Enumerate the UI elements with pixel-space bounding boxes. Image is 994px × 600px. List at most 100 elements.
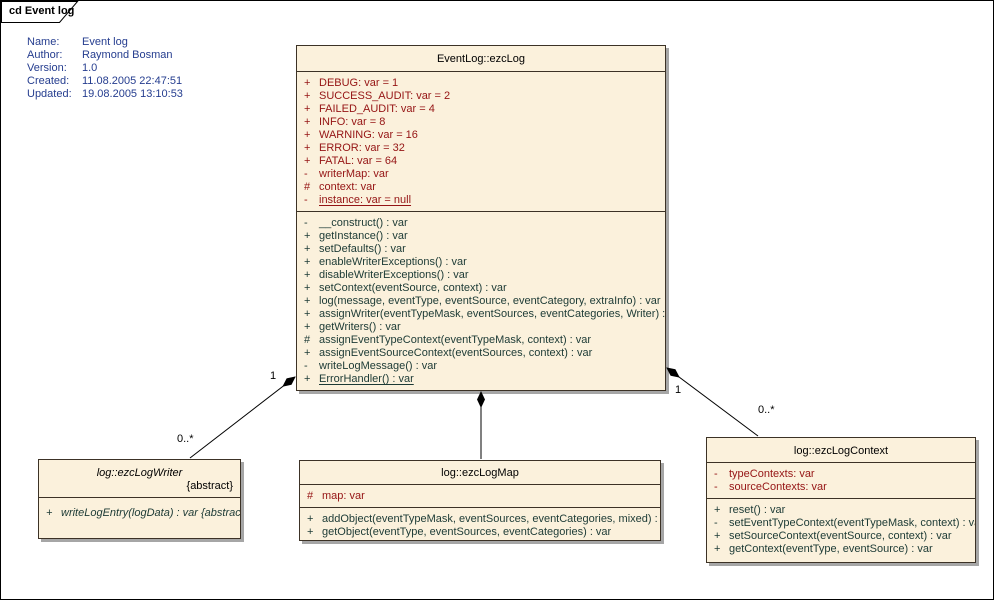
attribute-text: context: var (319, 181, 376, 193)
visibility-symbol: + (304, 295, 311, 307)
metadata-label: Name: (27, 36, 60, 48)
method-row: #assignEventTypeContext(eventTypeMask, c… (297, 334, 665, 347)
method-text: disableWriterExceptions() : var (319, 269, 469, 281)
composition-connector-writer[interactable] (189, 376, 296, 459)
attribute-row: -sourceContexts: var (707, 481, 975, 494)
visibility-symbol: + (304, 77, 311, 89)
method-row: +getInstance() : var (297, 230, 665, 243)
multiplicity-label-source-context: 1 (675, 384, 682, 396)
visibility-symbol: + (304, 308, 311, 320)
method-text: __construct() : var (319, 217, 408, 229)
class-box-ezclogcontext[interactable]: log::ezcLogContext -typeContexts: var -s… (706, 437, 976, 563)
metadata-label: Author: (27, 49, 63, 61)
method-text: setDefaults() : var (319, 243, 406, 255)
visibility-symbol: + (304, 155, 311, 167)
method-text: assignWriter(eventTypeMask, eventSources… (319, 308, 666, 320)
visibility-symbol: + (304, 116, 311, 128)
method-row: +enableWriterExceptions() : var (297, 256, 665, 269)
visibility-symbol: + (307, 513, 314, 525)
method-text: log(message, eventType, eventSource, eve… (319, 295, 661, 307)
visibility-symbol: # (307, 490, 314, 502)
attributes-compartment: -typeContexts: var -sourceContexts: var (707, 462, 975, 498)
metadata-row: Updated: 19.08.2005 13:10:53 (27, 88, 183, 101)
attribute-row: +WARNING: var = 16 (297, 129, 665, 142)
method-row: +disableWriterExceptions() : var (297, 269, 665, 282)
methods-compartment: + writeLogEntry(logData) : var {abstract} (39, 497, 240, 524)
visibility-symbol: + (304, 373, 311, 385)
attribute-text: DEBUG: var = 1 (319, 77, 399, 89)
diagram-metadata-note: Name: Event log Author: Raymond Bosman Ver… (27, 36, 183, 101)
frame-tab-label: cd Event log (9, 5, 75, 17)
attribute-row: + DEBUG: var = 1 (297, 77, 665, 90)
attribute-row: +FAILED_AUDIT: var = 4 (297, 103, 665, 116)
metadata-value: Raymond Bosman (82, 49, 173, 61)
method-text: getWriters() : var (319, 321, 401, 333)
metadata-label: Updated: (27, 88, 72, 100)
metadata-label: Created: (27, 75, 70, 87)
visibility-symbol: - (304, 194, 308, 206)
metadata-value: 1.0 (82, 62, 98, 74)
visibility-symbol: + (307, 526, 314, 538)
visibility-symbol: + (304, 103, 311, 115)
visibility-symbol: + (304, 347, 311, 359)
method-row: +addObject(eventTypeMask, eventSources, … (300, 513, 660, 526)
multiplicity-label-target-context: 0..* (758, 404, 775, 416)
method-row: + getObject(eventType, eventSources, even… (300, 526, 660, 539)
visibility-symbol: + (46, 507, 53, 519)
class-title-ezclogwriter: log::ezcLogWriter (96, 467, 183, 479)
method-text: assignEventSourceContext(eventSources, c… (319, 347, 593, 359)
method-row: + assignEventSourceContext(eventSources, … (297, 347, 665, 360)
method-row: + setSourceContext(eventSource, context) … (707, 530, 975, 543)
attribute-text: instance: var = null (319, 194, 412, 206)
visibility-symbol: + (714, 543, 721, 555)
composition-connector-context[interactable] (666, 367, 759, 437)
method-text: writeLogMessage() : var (319, 360, 437, 372)
attribute-text: SUCCESS_AUDIT: var = 2 (319, 90, 451, 102)
visibility-symbol: - (714, 481, 718, 493)
class-box-ezclog[interactable]: EventLog::ezcLog +DEBUG: var = 1 +SUCCES… (296, 45, 666, 391)
visibility-symbol: + (714, 530, 721, 542)
attribute-row: + INFO: var = 8 (297, 116, 665, 129)
visibility-symbol: - (714, 517, 718, 529)
method-text: setEventTypeContext(eventTypeMask, conte… (729, 517, 976, 529)
attribute-row: +FATAL: var = 64 (297, 155, 665, 168)
visibility-symbol: - (304, 168, 308, 180)
metadata-value: 19.08.2005 13:10:53 (82, 88, 183, 100)
method-text: writeLogEntry(logData) : var {abstract} (61, 507, 241, 519)
abstract-stereotype: {abstract} (186, 480, 233, 492)
multiplicity-label-target-writer: 0..* (177, 433, 194, 445)
attribute-text: INFO: var = 8 (319, 116, 386, 128)
method-row: +getContext(eventType, eventSource) : va… (707, 543, 975, 556)
attribute-text: writerMap: var (319, 168, 389, 180)
attribute-text: ERROR: var = 32 (319, 142, 405, 154)
methods-compartment: -__construct() : var +getInstance() : va… (297, 211, 665, 390)
attribute-row: -typeContexts: var (707, 468, 975, 481)
method-row: +setDefaults() : var (297, 243, 665, 256)
metadata-row: Name: Event log (27, 36, 183, 49)
method-row: -setEventTypeContext(eventTypeMask, cont… (707, 517, 975, 530)
methods-compartment: +addObject(eventTypeMask, eventSources, … (300, 507, 660, 540)
visibility-symbol: + (304, 90, 311, 102)
method-row: +reset() : var (707, 504, 975, 517)
visibility-symbol: + (304, 142, 311, 154)
method-text: setSourceContext(eventSource, context) :… (729, 530, 952, 542)
metadata-value: 11.08.2005 22:47:51 (82, 75, 183, 87)
attribute-row: + SUCCESS_AUDIT: var = 2 (297, 90, 665, 103)
class-box-ezclogwriter[interactable]: log::ezcLogWriter {abstract} + writeLogEn… (38, 459, 241, 539)
method-row: + assignWriter(eventTypeMask, eventSource… (297, 308, 665, 321)
metadata-label: Version: (27, 62, 67, 74)
method-row: +setContext(eventSource, context) : var (297, 282, 665, 295)
metadata-row: Created: 11.08.2005 22:47:51 (27, 75, 183, 88)
attribute-text: typeContexts: var (729, 468, 815, 480)
method-row: -writeLogMessage() : var (297, 360, 665, 373)
method-text: enableWriterExceptions() : var (319, 256, 467, 268)
attribute-text: sourceContexts: var (729, 481, 827, 493)
method-row-static: +ErrorHandler() : var (297, 373, 665, 386)
metadata-value: Event log (82, 36, 128, 48)
method-row: +getWriters() : var (297, 321, 665, 334)
method-text: getObject(eventType, eventSources, event… (322, 526, 612, 538)
visibility-symbol: - (304, 217, 308, 229)
visibility-symbol: + (304, 230, 311, 242)
class-box-ezclogmap[interactable]: log::ezcLogMap #map: var +addObject(even… (299, 460, 661, 541)
